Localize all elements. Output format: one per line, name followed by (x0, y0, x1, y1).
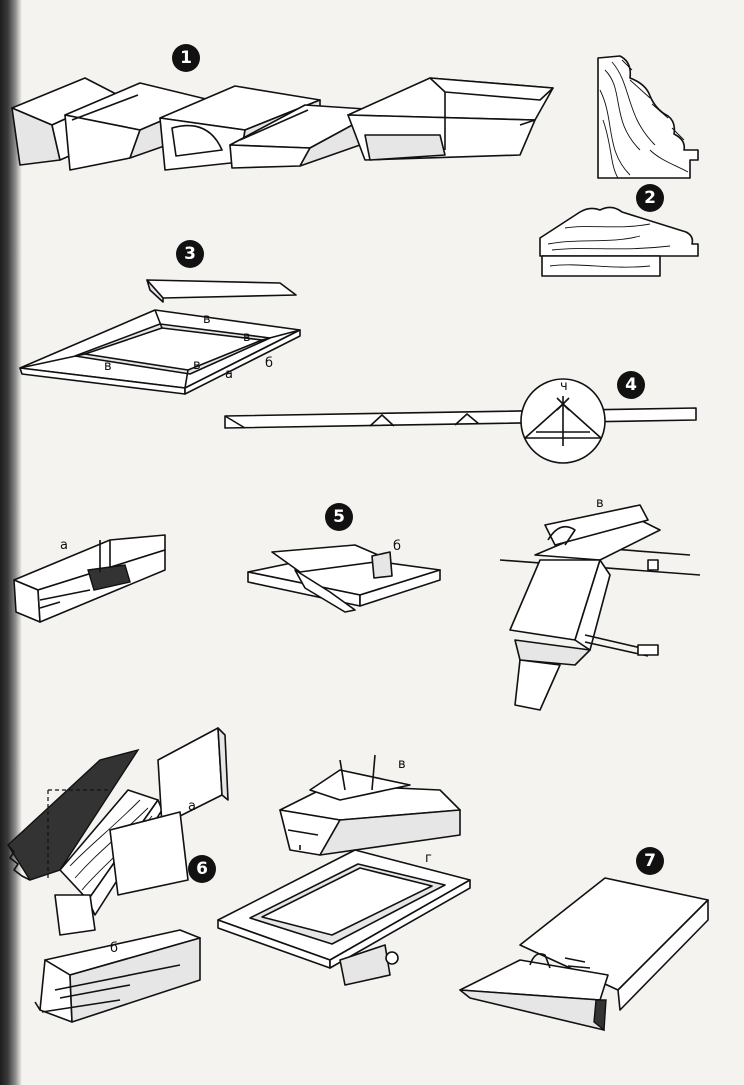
fig6b-corner-joint (34, 929, 201, 1023)
binding-shadow (0, 0, 22, 1085)
fig5a-rebated-rail (13, 534, 166, 623)
fig3-loose-rail (146, 279, 297, 303)
fig3-mark-a: а (225, 367, 233, 382)
fig6a-saw-guide (7, 727, 229, 936)
fig5-label-v: в (596, 496, 604, 511)
fig6v-moulding-corner (279, 754, 461, 856)
fig2-section-vertical (597, 55, 699, 179)
fig6g-clamped-frame (217, 849, 471, 986)
fig4-moulding-strip (224, 378, 697, 464)
fig4-mark-ch: ч (560, 379, 568, 394)
figure-number-1: 1 (172, 44, 200, 72)
figure-number-7: 7 (636, 847, 664, 875)
fig3-mark-v-left: в (104, 359, 112, 374)
figure-number-5: 5 (325, 503, 353, 531)
fig3-frame-assembly (19, 279, 301, 395)
figure-number-4: 4 (617, 371, 645, 399)
figure-number-2: 2 (636, 184, 664, 212)
fig3-mark-v-right: в (243, 330, 251, 345)
fig5-label-b: б (393, 539, 402, 554)
fig6-label-g: г (425, 851, 432, 866)
fig7-plane-holder (459, 877, 709, 1032)
fig3-mark-v-top: в (203, 312, 211, 327)
fig6-label-a: а (188, 799, 196, 814)
fig5-label-a: а (60, 538, 68, 553)
fig2-cross-sections (539, 55, 699, 277)
fig6-label-b: б (110, 941, 119, 956)
figure-number-6: 6 (188, 855, 216, 883)
fig1-profile-5 (347, 77, 554, 161)
figure-number-3: 3 (176, 240, 204, 268)
fig1-moulding-samples (11, 77, 554, 171)
fig3-mark-b: б (265, 356, 274, 371)
fig6-label-v: в (398, 757, 406, 772)
fig2-section-horizontal (539, 206, 699, 277)
fig3-mark-v-bottom: в (193, 358, 201, 373)
fig3-frame (19, 309, 301, 395)
fig5v-planing-jig (499, 504, 701, 711)
fig5b-mitre-plane (247, 544, 441, 613)
